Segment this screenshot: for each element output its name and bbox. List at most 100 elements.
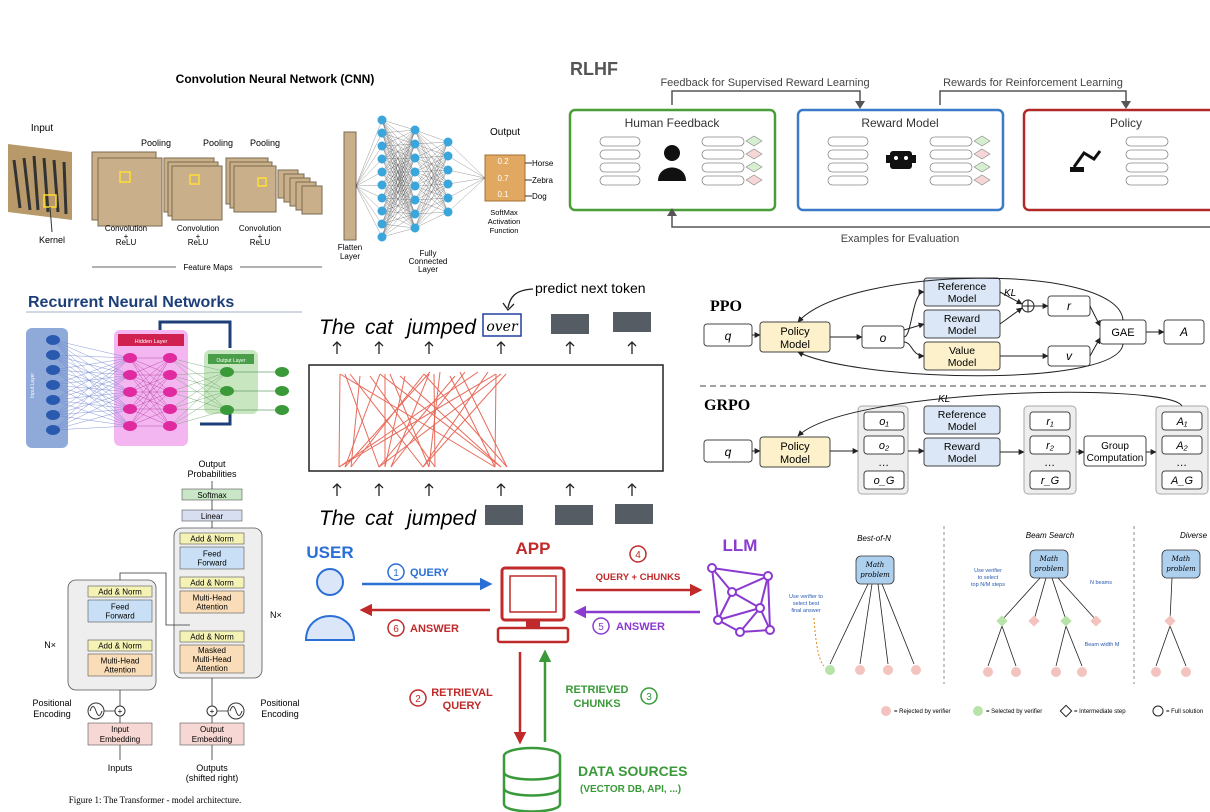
attention-edge (423, 373, 508, 468)
conv-label-h: + (258, 232, 263, 241)
grpo-kl: KL (938, 394, 950, 405)
rnn-hidden-node (163, 421, 177, 431)
attention-edge (378, 375, 456, 468)
llm-node (713, 615, 723, 625)
next-token-diagram: predict next token The cat jumped over T… (308, 280, 664, 530)
output-value-1: 0.2 (497, 157, 509, 166)
cnn-output-label: Output (490, 127, 520, 138)
output-value-2: 0.7 (497, 174, 509, 183)
rnn-hidden-node (163, 387, 177, 397)
ppo-grpo-panel: PPO q Policy Model o Reference Model Rew… (698, 270, 1210, 500)
top-word-4: over (486, 319, 519, 335)
fc-neuron (377, 193, 387, 203)
computer-icon (496, 566, 570, 644)
beam-step-selected-2 (1060, 615, 1072, 627)
bon-selected (825, 665, 835, 675)
rnn-hidden-node (123, 387, 137, 397)
ppo-q: q (725, 329, 732, 343)
ppo-ref-a: Reference (938, 281, 987, 293)
rnn-output-node (220, 405, 234, 415)
step-2-num: 2 (415, 694, 421, 705)
bon-rejected-3 (911, 665, 921, 675)
bottom-masked-3 (615, 504, 653, 524)
bottom-word-2: cat (365, 507, 394, 530)
predict-annotation: predict next token (535, 280, 646, 296)
llm-node (727, 587, 737, 597)
fc-neuron (443, 179, 453, 189)
encoder-nx: N× (44, 640, 56, 650)
conv-label-c: ReLU (116, 238, 137, 247)
pooling-label-1: Pooling (141, 138, 171, 148)
bon-rejected-1 (855, 665, 865, 675)
ppo-reward-b: Model (948, 325, 977, 337)
sublayer-label: Masked (198, 646, 226, 655)
beam-math-b: problem (1034, 565, 1064, 573)
output-layer-label: Output Layer (217, 358, 246, 364)
sublayer-label: Add & Norm (190, 535, 234, 544)
class-dog: Dog (532, 192, 547, 201)
up-arrows-top (332, 341, 637, 354)
legend-rejected: = Rejected by verifier (894, 709, 951, 715)
input-emb-a: Input (111, 725, 130, 734)
beam-step-rejected-2 (1090, 615, 1102, 627)
svg-text:+: + (210, 707, 215, 716)
ppo-title: PPO (710, 298, 742, 315)
pool-block (277, 169, 323, 215)
fc-neuron (377, 180, 387, 190)
step-3-label: RETRIEVED (566, 684, 629, 696)
transformer-sublayer (179, 590, 245, 614)
fc-neuron (410, 195, 420, 205)
feature-maps-label: Feature Maps (183, 263, 232, 272)
rnn-output-node (275, 405, 289, 415)
sublayer-label: Add & Norm (98, 588, 142, 597)
step-1-label: QUERY (410, 567, 449, 579)
fc-label-b: Connected (409, 257, 448, 266)
attention-edge (344, 371, 431, 468)
outputs-label-a: Outputs (196, 763, 228, 773)
rnn-output-node (275, 386, 289, 396)
fc-label-a: Fully (420, 249, 437, 258)
rnn-hidden-node (163, 370, 177, 380)
sublayer-label: Feed (111, 603, 129, 612)
attention-edge (339, 373, 496, 468)
diverse-leaf-1 (1151, 667, 1161, 677)
ppo-gae: GAE (1111, 327, 1134, 339)
fc-neuron (377, 167, 387, 177)
sublayer-label: Add & Norm (190, 633, 234, 642)
bottom-masked-2 (555, 505, 593, 525)
bottom-masked-1 (485, 505, 523, 525)
llm-network-icon (707, 563, 775, 637)
grpo-title: GRPO (704, 397, 750, 414)
rlhf-box-label: Human Feedback (625, 116, 721, 130)
transformer-diagram: Output Probabilities Softmax Linear Add … (32, 459, 299, 805)
class-horse: Horse (532, 159, 554, 168)
diverse-step (1164, 615, 1176, 627)
ppo-value-b: Model (948, 357, 977, 369)
rnn-hidden-node (123, 404, 137, 414)
rlhf-box-label: Policy (1110, 116, 1142, 130)
fc-label-c: Layer (418, 265, 438, 274)
database-icon (502, 746, 562, 812)
up-arrows-bot (332, 483, 637, 496)
conv-label-b: + (124, 232, 129, 241)
svg-text:+: + (118, 707, 123, 716)
conv-label-d: Convolution (177, 224, 219, 233)
rnn-hidden-node (163, 404, 177, 414)
attention-edge (379, 373, 502, 468)
output-value-3: 0.1 (497, 190, 509, 199)
attention-edge (428, 371, 441, 468)
grpo-group-a: Group (1101, 441, 1129, 452)
feedback-arrow-label: Feedback for Supervised Reward Learning (660, 77, 869, 89)
transformer-sublayer (179, 644, 245, 674)
grpo-reference-box[interactable] (923, 405, 1001, 435)
grpo-cell (1161, 435, 1203, 455)
conv-block-1 (91, 151, 163, 227)
cnn-input-label: Input (31, 123, 53, 134)
grpo-cell (1161, 411, 1203, 431)
attention-edge (350, 375, 361, 468)
transformer-sublayer (179, 630, 245, 643)
input-layer-label: Input Layer (30, 373, 36, 398)
diverse-leaf-2 (1181, 667, 1191, 677)
dec-posenc-b: Encoding (261, 709, 299, 719)
user-icon (304, 568, 356, 641)
